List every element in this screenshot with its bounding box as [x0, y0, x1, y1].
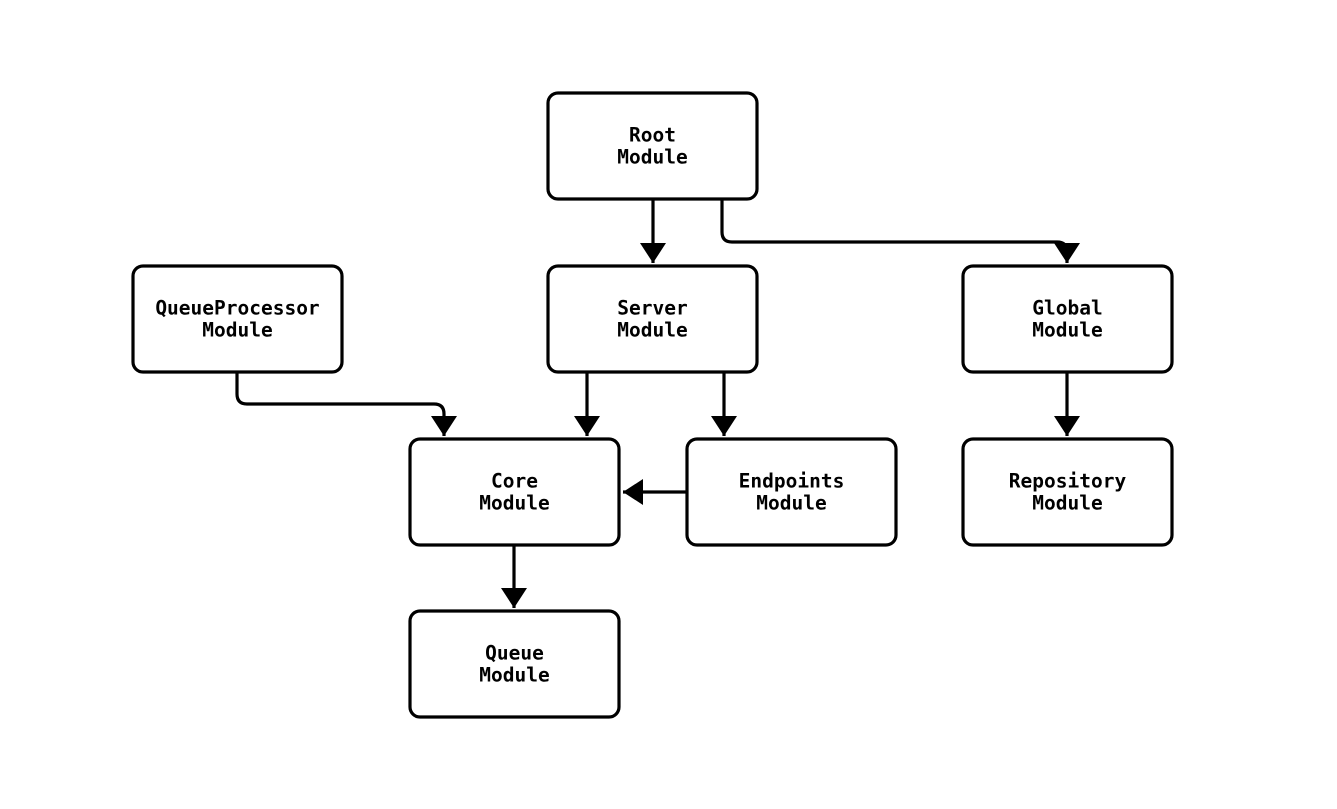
node-box-endpoints — [685, 437, 898, 547]
node-box-server — [546, 264, 759, 374]
node-box-core — [408, 437, 621, 547]
node-box-queueprocessor — [131, 264, 344, 374]
node-box-root — [546, 91, 759, 201]
node-box-global — [961, 264, 1174, 374]
edges-layer — [235, 199, 1080, 608]
node-box-queue — [408, 609, 621, 719]
edge-queueprocessor-to-core — [235, 373, 457, 436]
node-box-repository — [961, 437, 1174, 547]
edge-root-to-global — [720, 199, 1080, 263]
